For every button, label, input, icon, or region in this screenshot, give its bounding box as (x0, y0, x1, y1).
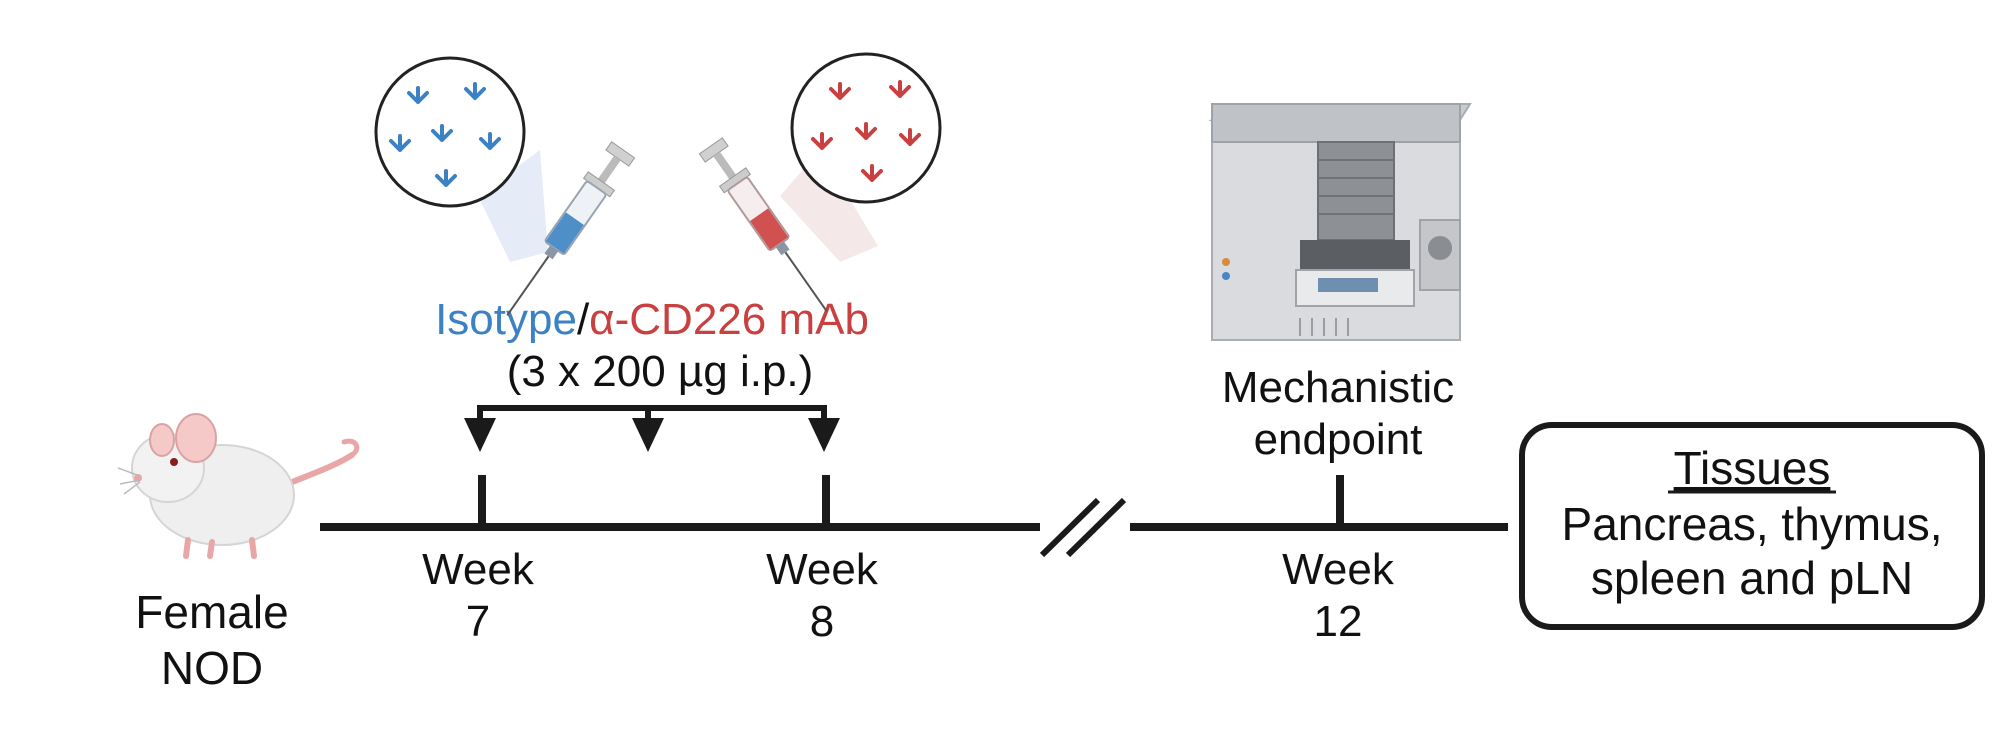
dose-arrow-2-icon (632, 418, 664, 452)
dose-label: (3 x 200 µg i.p.) (507, 347, 814, 396)
isotype-antibody-zoom-icon (374, 56, 526, 208)
axis-break-icon (1039, 497, 1130, 558)
week-8-number: 8 (810, 597, 834, 646)
antibody-zoom-icon (790, 52, 942, 204)
antibody-syringe-icon (698, 137, 878, 312)
dose-arrow-1-icon (464, 418, 496, 452)
week-7-label: Week (422, 545, 535, 594)
antibody-label: α-CD226 mAb (589, 295, 869, 344)
endpoint-line1: Mechanistic (1222, 363, 1454, 412)
week-12-number: 12 (1314, 597, 1363, 646)
subject-line2: NOD (161, 642, 263, 694)
endpoint-line2: endpoint (1254, 415, 1423, 464)
dose-arrow-3-icon (808, 418, 840, 452)
isotype-label: Isotype (435, 295, 577, 344)
treatment-label: Isotype/α-CD226 mAb (435, 295, 869, 344)
week-7-number: 7 (466, 597, 490, 646)
subject-line1: Female (135, 586, 288, 638)
tissues-box (1519, 422, 1985, 630)
mouse-icon (117, 413, 360, 559)
flow-cytometer-icon (1208, 103, 1472, 341)
treatment-separator: / (577, 295, 590, 344)
dosing-bracket (464, 405, 840, 452)
isotype-syringe-icon (478, 141, 636, 316)
tissues-title: Tissues (1674, 442, 1831, 494)
tissues-line2: spleen and pLN (1591, 552, 1913, 604)
week-12-label: Week (1282, 545, 1395, 594)
week-8-label: Week (766, 545, 879, 594)
tissues-line1: Pancreas, thymus, (1562, 498, 1943, 550)
